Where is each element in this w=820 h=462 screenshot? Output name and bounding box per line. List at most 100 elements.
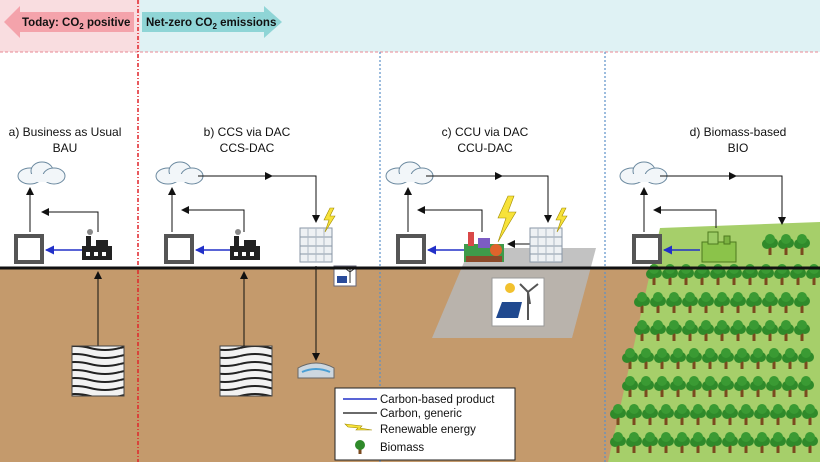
- tree-icon: [770, 404, 786, 425]
- tree-icon: [634, 292, 650, 313]
- chemical-plant-icon: [464, 232, 504, 262]
- tree-icon: [794, 292, 810, 313]
- tree-icon: [622, 348, 638, 369]
- tree-icon: [754, 404, 770, 425]
- tree-icon: [718, 348, 734, 369]
- tree-icon: [642, 404, 658, 425]
- tree-icon: [770, 432, 786, 453]
- tree-icon: [782, 376, 798, 397]
- scenario-c-title: c) CCU via DAC: [442, 125, 529, 139]
- tree-icon: [778, 234, 794, 255]
- product-box-icon: [14, 234, 44, 264]
- biorefinery-icon: [701, 231, 737, 263]
- tree-icon: [786, 432, 802, 453]
- tree-icon: [610, 404, 626, 425]
- tree-icon: [698, 292, 714, 313]
- tree-icon: [738, 404, 754, 425]
- tree-icon: [706, 404, 722, 425]
- tree-icon: [746, 292, 762, 313]
- tree-icon: [762, 320, 778, 341]
- tree-icon: [734, 376, 750, 397]
- tree-icon: [654, 376, 670, 397]
- scenario-d-code: BIO: [728, 141, 749, 155]
- tree-icon: [626, 432, 642, 453]
- tree-icon: [714, 292, 730, 313]
- today-arrow: Today: CO2 positive: [4, 6, 134, 38]
- product-box-icon: [164, 234, 194, 264]
- tree-icon: [718, 376, 734, 397]
- tree-icon: [714, 320, 730, 341]
- scenario-d-title: d) Biomass-based: [690, 125, 787, 139]
- tree-icon: [746, 320, 762, 341]
- tree-icon: [722, 432, 738, 453]
- netzero-arrow: Net-zero CO2 emissions: [142, 6, 282, 38]
- tree-icon: [778, 292, 794, 313]
- legend-item-renewable: Renewable energy: [380, 424, 476, 436]
- solar-wind-icon: [491, 277, 545, 327]
- tree-icon: [698, 320, 714, 341]
- tree-icon: [750, 348, 766, 369]
- tree-icon: [786, 404, 802, 425]
- tree-icon: [702, 348, 718, 369]
- tree-icon: [754, 432, 770, 453]
- tree-icon: [738, 432, 754, 453]
- tree-icon: [622, 376, 638, 397]
- renewable-panel-icon: [333, 265, 357, 287]
- tree-icon: [706, 432, 722, 453]
- scenario-b-title: b) CCS via DAC: [204, 125, 291, 139]
- tree-icon: [694, 264, 710, 285]
- tree-icon: [730, 292, 746, 313]
- dac-unit-icon: [299, 227, 333, 263]
- scenario-c-code: CCU-DAC: [457, 141, 513, 155]
- tree-icon: [778, 320, 794, 341]
- atmosphere-cloud-icon: [385, 161, 434, 185]
- tree-icon: [794, 234, 810, 255]
- factory-icon: [82, 229, 112, 260]
- tree-icon: [730, 320, 746, 341]
- fossil-reservoir-icon: [71, 345, 125, 397]
- tree-icon: [658, 432, 674, 453]
- tree-icon: [702, 376, 718, 397]
- tree-icon: [642, 432, 658, 453]
- svg-text:Net-zero CO2 emissions: Net-zero CO2 emissions: [146, 17, 276, 31]
- legend-item-product: Carbon-based product: [380, 394, 495, 406]
- lightning-icon: [497, 195, 517, 243]
- tree-icon: [734, 348, 750, 369]
- tree-icon: [674, 432, 690, 453]
- tree-icon: [690, 404, 706, 425]
- tree-icon: [626, 404, 642, 425]
- scenario-a-code: BAU: [53, 141, 78, 155]
- tree-icon: [670, 376, 686, 397]
- fossil-reservoir-icon: [219, 345, 273, 397]
- lightning-icon: [555, 207, 568, 233]
- tree-icon: [782, 348, 798, 369]
- tree-icon: [638, 348, 654, 369]
- legend: Carbon-based product Carbon, generic Ren…: [334, 387, 516, 461]
- legend-item-carbon: Carbon, generic: [380, 408, 462, 420]
- tree-icon: [690, 432, 706, 453]
- tree-icon: [798, 376, 814, 397]
- tree-icon: [666, 320, 682, 341]
- tree-icon: [766, 348, 782, 369]
- tree-icon: [686, 376, 702, 397]
- tree-icon: [802, 432, 818, 453]
- tree-icon: [654, 348, 670, 369]
- atmosphere-cloud-icon: [155, 161, 204, 185]
- tree-icon: [670, 348, 686, 369]
- svg-text:Today: CO2 positive: Today: CO2 positive: [22, 17, 130, 31]
- tree-icon: [658, 404, 674, 425]
- tree-icon: [646, 264, 662, 285]
- scenario-b-code: CCS-DAC: [220, 141, 275, 155]
- tree-icon: [802, 404, 818, 425]
- tree-icon: [650, 292, 666, 313]
- tree-icon: [674, 404, 690, 425]
- tree-icon: [682, 320, 698, 341]
- factory-icon: [230, 229, 260, 260]
- atmosphere-cloud-icon: [619, 161, 668, 185]
- tree-icon: [722, 404, 738, 425]
- tree-icon: [634, 320, 650, 341]
- tree-icon: [762, 292, 778, 313]
- tree-icon: [766, 376, 782, 397]
